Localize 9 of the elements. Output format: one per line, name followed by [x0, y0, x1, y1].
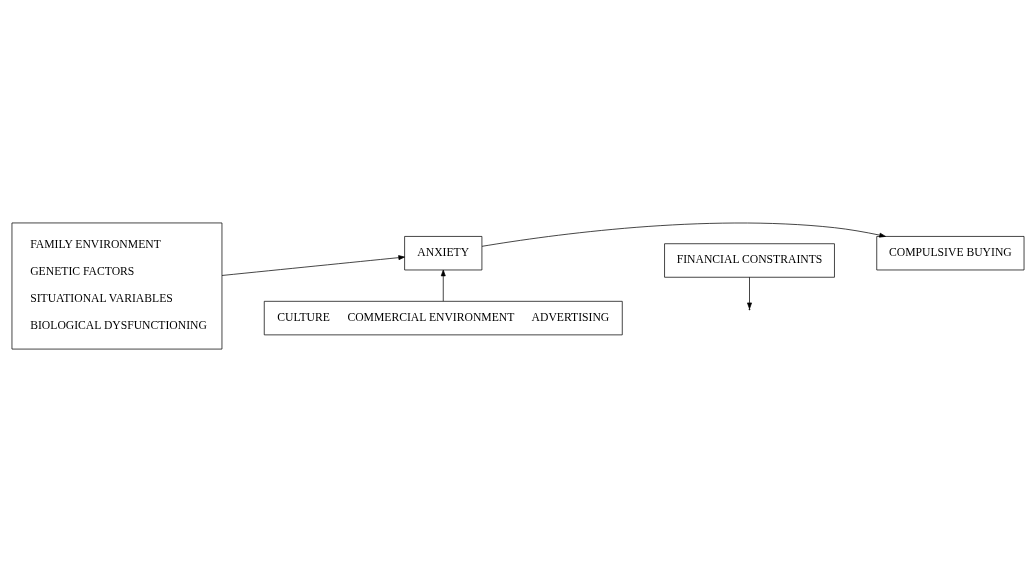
arrow — [481, 222, 886, 247]
arrow — [221, 254, 405, 276]
node-box: FINANCIAL CONSTRAINTS — [664, 242, 835, 278]
node-box: COMPULSIVE BUYING — [876, 235, 1025, 270]
arrow — [440, 269, 446, 301]
node-box: CULTURE COMMERCIAL ENVIRONMENT ADVERTISING — [263, 300, 623, 335]
arrow — [747, 276, 752, 309]
node-box: FAMILY ENVIRONMENT GENETIC FACTORS SITUATIONAL VARIABLES BIOLOGICAL DYSFUNCTIONING — [11, 222, 223, 349]
node-box: ANXIETY — [404, 235, 483, 270]
